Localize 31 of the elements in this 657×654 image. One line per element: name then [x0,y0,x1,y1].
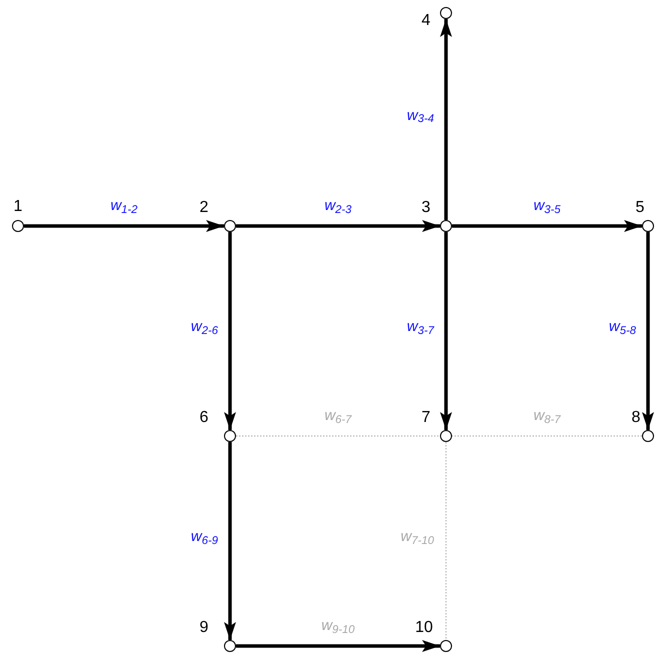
arrow [224,232,236,430]
node-number: 9 [200,620,208,636]
edge-label: w$_{2-6}$ [190,319,218,334]
arrow [236,220,440,232]
edge-label: w$_{3-7}$ [406,319,434,334]
arrow [224,442,236,640]
arrow [440,19,452,220]
edge-label: w$_{9-10}$ [321,618,355,633]
arrow [452,220,642,232]
arrow [236,640,440,652]
arrow [24,220,224,232]
node-number: 4 [422,13,430,29]
node-number: 8 [632,410,640,426]
edge-label: w$_{6-9}$ [190,529,218,544]
edge-label: w$_{7-10}$ [400,529,434,544]
node-number: 6 [200,410,208,426]
edge-label: w$_{3-5}$ [533,198,561,213]
node-number: 7 [422,410,430,426]
node-number: 10 [415,620,433,636]
node-number: 2 [200,200,208,216]
arrow [642,232,654,430]
edge-label: w$_{8-7}$ [533,408,561,423]
edge-label: w$_{6-7}$ [324,408,352,423]
edge-label: w$_{2-3}$ [324,198,352,213]
node-number: 5 [636,200,644,216]
edge-label: w$_{5-8}$ [608,319,636,334]
node-number: 3 [422,200,430,216]
edge-label: w$_{1-2}$ [110,198,138,213]
edge-label: w$_{3-4}$ [406,108,434,122]
arrow [440,232,452,430]
node-number: 1 [14,199,22,215]
